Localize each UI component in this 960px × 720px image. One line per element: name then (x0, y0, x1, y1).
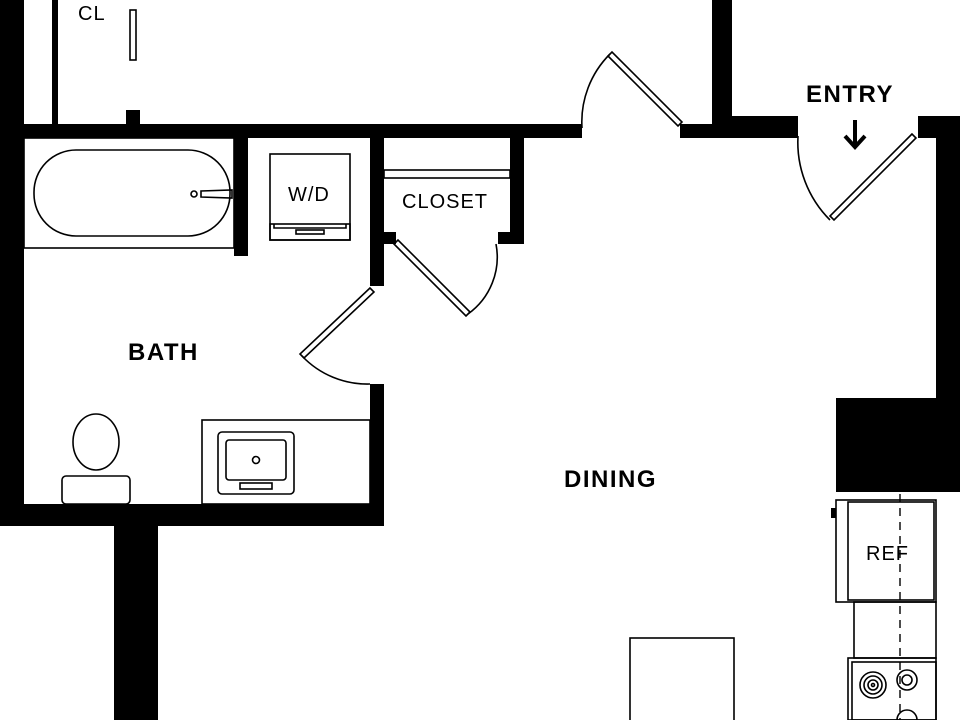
wall-left-exterior (0, 0, 24, 526)
kitchen: REF (629, 494, 937, 720)
sink-basin (217, 431, 295, 495)
sink-faucet (239, 482, 273, 490)
wall-closet-left-stub (384, 232, 396, 244)
wall-closet-right-stub (498, 232, 524, 244)
door-upper-leaf (606, 50, 684, 128)
washer-dryer: W/D (269, 153, 351, 241)
bathtub-outer (23, 137, 235, 249)
washer-dryer-shelf (273, 224, 347, 229)
room-label-bath: BATH (128, 339, 199, 366)
closet-cl: CL (78, 3, 137, 61)
wall-right-block (836, 398, 960, 492)
wall-right-exterior (936, 116, 960, 400)
door-bath (298, 286, 376, 385)
wall-cl-left (52, 0, 58, 126)
vanity-sink (201, 419, 371, 505)
wall-tub-wd-divider (234, 124, 248, 256)
doors (298, 50, 918, 385)
burner-icon (896, 669, 918, 691)
wall-upper-room-right (712, 0, 732, 138)
wall-entry-left (712, 116, 798, 138)
wall-lower-left (114, 504, 158, 720)
door-closet (392, 238, 499, 318)
closet-shelf (383, 169, 511, 179)
toilet (61, 413, 131, 505)
wall-bath-right-lower (370, 384, 384, 518)
bathtub (23, 137, 235, 249)
door-entry (797, 132, 918, 222)
burner-icon (896, 709, 918, 720)
door-upper (581, 50, 684, 129)
room-label-entry: ENTRY (806, 81, 894, 108)
door-upper-swing (581, 53, 611, 129)
toilet-tank (61, 475, 131, 505)
range-inner (851, 661, 937, 720)
sink-drain (251, 455, 261, 465)
door-entry-leaf (828, 132, 918, 222)
vanity-counter (201, 419, 371, 505)
closet: CLOSET (383, 169, 511, 213)
room-label-closet: CLOSET (402, 191, 488, 213)
wall-closet-right (510, 124, 524, 244)
refrigerator-label: REF (866, 543, 909, 565)
washer-dryer-control (295, 229, 325, 235)
door-entry-swing (797, 135, 831, 221)
sink-bowl (225, 439, 287, 481)
door-closet-swing (467, 243, 499, 315)
washer-dryer-label: W/D (288, 184, 330, 206)
refrigerator-door (847, 501, 935, 601)
room-label-cl: CL (78, 3, 106, 25)
wall-bath-bottom (0, 504, 384, 526)
kitchen-counter (853, 601, 937, 659)
kitchen-island (629, 637, 735, 720)
closet-cl-rod (129, 9, 137, 61)
door-bath-swing (301, 355, 371, 385)
bathtub-faucet (200, 189, 233, 199)
wall-bath-top (0, 124, 582, 138)
refrigerator-handle (831, 508, 836, 518)
bathtub-drain (190, 190, 198, 198)
bathtub-basin (33, 149, 231, 237)
burner-icon (859, 671, 887, 699)
room-label-dining: DINING (564, 466, 657, 493)
door-closet-leaf (392, 238, 472, 318)
washer-dryer-panel (269, 223, 351, 241)
toilet-bowl (72, 413, 120, 471)
wall-wd-closet-divider (370, 124, 384, 286)
entry-arrow-icon (843, 120, 867, 150)
wall-cl-stub (126, 110, 140, 126)
door-bath-leaf (298, 286, 376, 360)
